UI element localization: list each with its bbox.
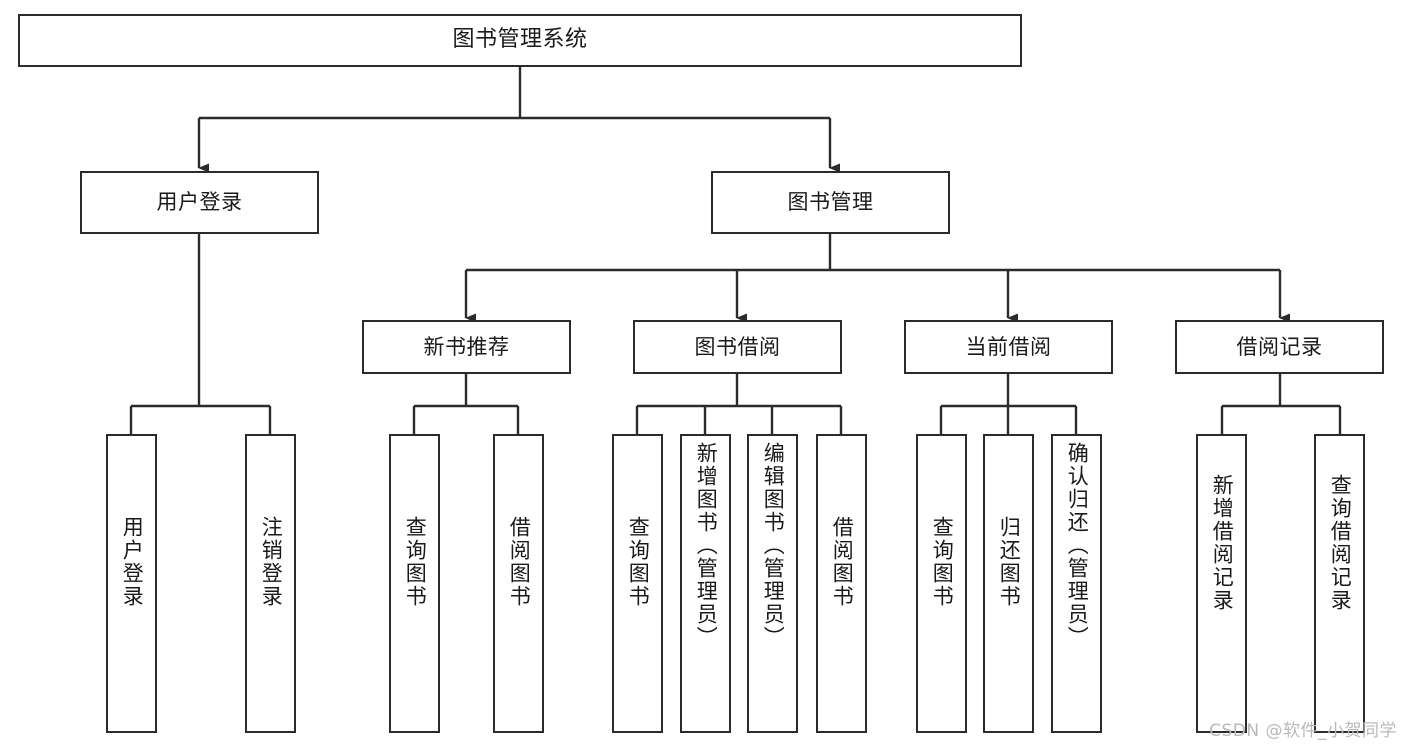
leaf-return-book[interactable]: 归还图书	[983, 434, 1034, 733]
leaf-confirm-return[interactable]: 确认归还（管理员）	[1051, 434, 1102, 733]
node-label: 借阅图书	[830, 516, 855, 608]
leaf-query-book-current[interactable]: 查询图书	[916, 434, 967, 733]
node-label: 用户登录	[156, 190, 243, 215]
leaf-add-book[interactable]: 新增图书（管理员）	[680, 434, 731, 733]
node-book-borrow[interactable]: 图书借阅	[633, 320, 842, 374]
node-label: 查询图书	[930, 516, 955, 608]
node-label: 查询图书	[403, 516, 428, 608]
node-borrow-record[interactable]: 借阅记录	[1175, 320, 1384, 374]
leaf-borrow-book-borrow[interactable]: 借阅图书	[816, 434, 867, 733]
leaf-user-logout[interactable]: 注销登录	[245, 434, 296, 733]
node-new-book-recommend[interactable]: 新书推荐	[362, 320, 571, 374]
leaf-user-login[interactable]: 用户登录	[106, 434, 157, 733]
node-label: 当前借阅	[965, 334, 1052, 359]
node-label: 编辑图书（管理员）	[761, 442, 786, 649]
leaf-add-record[interactable]: 新增借阅记录	[1196, 434, 1247, 733]
node-label: 新书推荐	[423, 334, 510, 359]
node-current-borrow[interactable]: 当前借阅	[904, 320, 1113, 374]
leaf-query-book-new[interactable]: 查询图书	[389, 434, 440, 733]
node-label: 图书管理系统	[452, 27, 588, 53]
node-label: 借阅记录	[1236, 334, 1323, 359]
node-label: 归还图书	[997, 516, 1022, 608]
node-label: 图书借阅	[694, 334, 781, 359]
node-label: 新增借阅记录	[1210, 474, 1235, 612]
node-user-login[interactable]: 用户登录	[80, 171, 319, 234]
node-label: 借阅图书	[507, 516, 532, 608]
csdn-watermark: CSDN @软件_小贺同学	[1209, 721, 1397, 741]
node-book-manage[interactable]: 图书管理	[711, 171, 950, 234]
node-label: 图书管理	[787, 190, 874, 215]
node-label: 查询图书	[626, 516, 651, 608]
node-label: 用户登录	[120, 516, 145, 608]
node-label: 新增图书（管理员）	[694, 442, 719, 649]
node-label: 注销登录	[259, 516, 284, 608]
leaf-borrow-book-new[interactable]: 借阅图书	[493, 434, 544, 733]
node-label: 查询借阅记录	[1328, 474, 1353, 612]
leaf-query-book-borrow[interactable]: 查询图书	[612, 434, 663, 733]
leaf-query-record[interactable]: 查询借阅记录	[1314, 434, 1365, 733]
node-root-system[interactable]: 图书管理系统	[18, 14, 1022, 67]
leaf-edit-book[interactable]: 编辑图书（管理员）	[747, 434, 798, 733]
node-label: 确认归还（管理员）	[1065, 442, 1090, 649]
